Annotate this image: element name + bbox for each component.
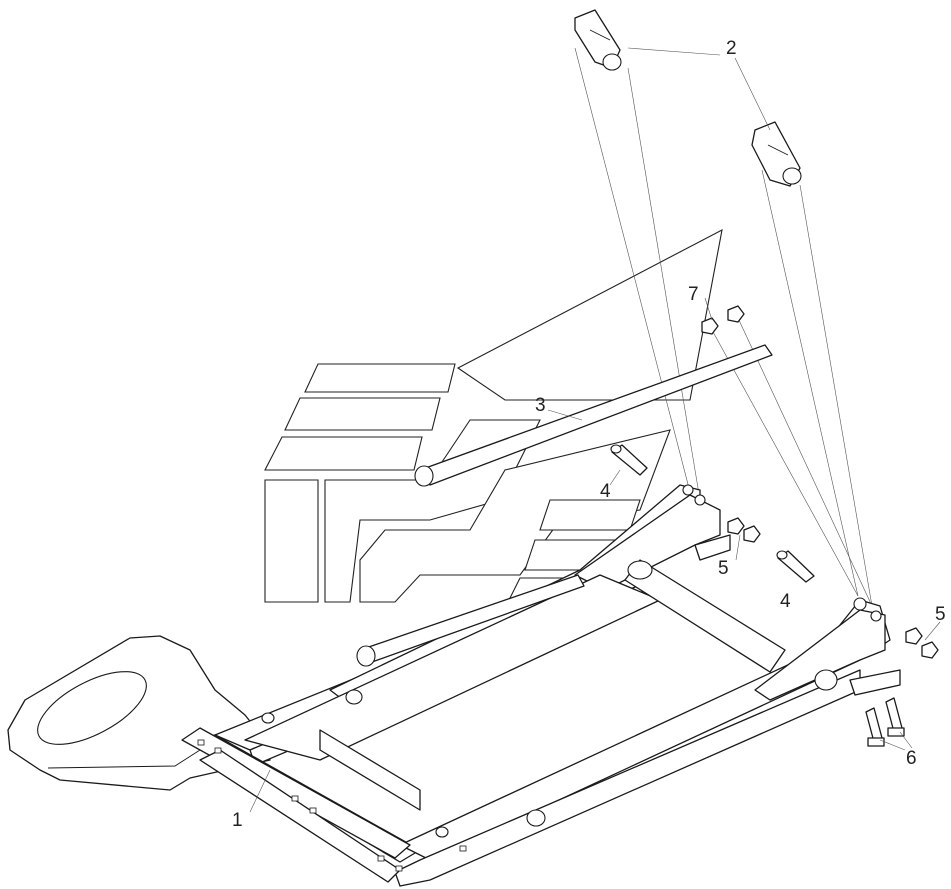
callout-2: 2 — [726, 38, 737, 59]
part-1-frame — [7, 484, 901, 887]
part-2-bushings — [574, 9, 802, 187]
plate-opening — [37, 671, 147, 745]
part-6-bolts — [865, 697, 905, 747]
callout-leaders — [249, 47, 941, 813]
callout-4-lower: 4 — [780, 591, 791, 612]
part-5-nuts — [727, 517, 939, 659]
callout-1: 1 — [232, 810, 243, 831]
callout-5-right: 5 — [935, 604, 946, 625]
callout-3: 3 — [535, 395, 546, 416]
part-3-rod — [356, 344, 773, 667]
callout-labels: 1 2 3 4 4 5 5 6 7 — [232, 38, 946, 831]
callout-7: 7 — [688, 284, 699, 305]
assembly-leader-lines — [574, 47, 873, 607]
part-7-nuts — [701, 305, 745, 335]
callout-4-upper: 4 — [600, 481, 611, 502]
callout-6: 6 — [906, 748, 917, 769]
callout-5-left: 5 — [718, 558, 729, 579]
part-4-pins — [610, 444, 815, 583]
